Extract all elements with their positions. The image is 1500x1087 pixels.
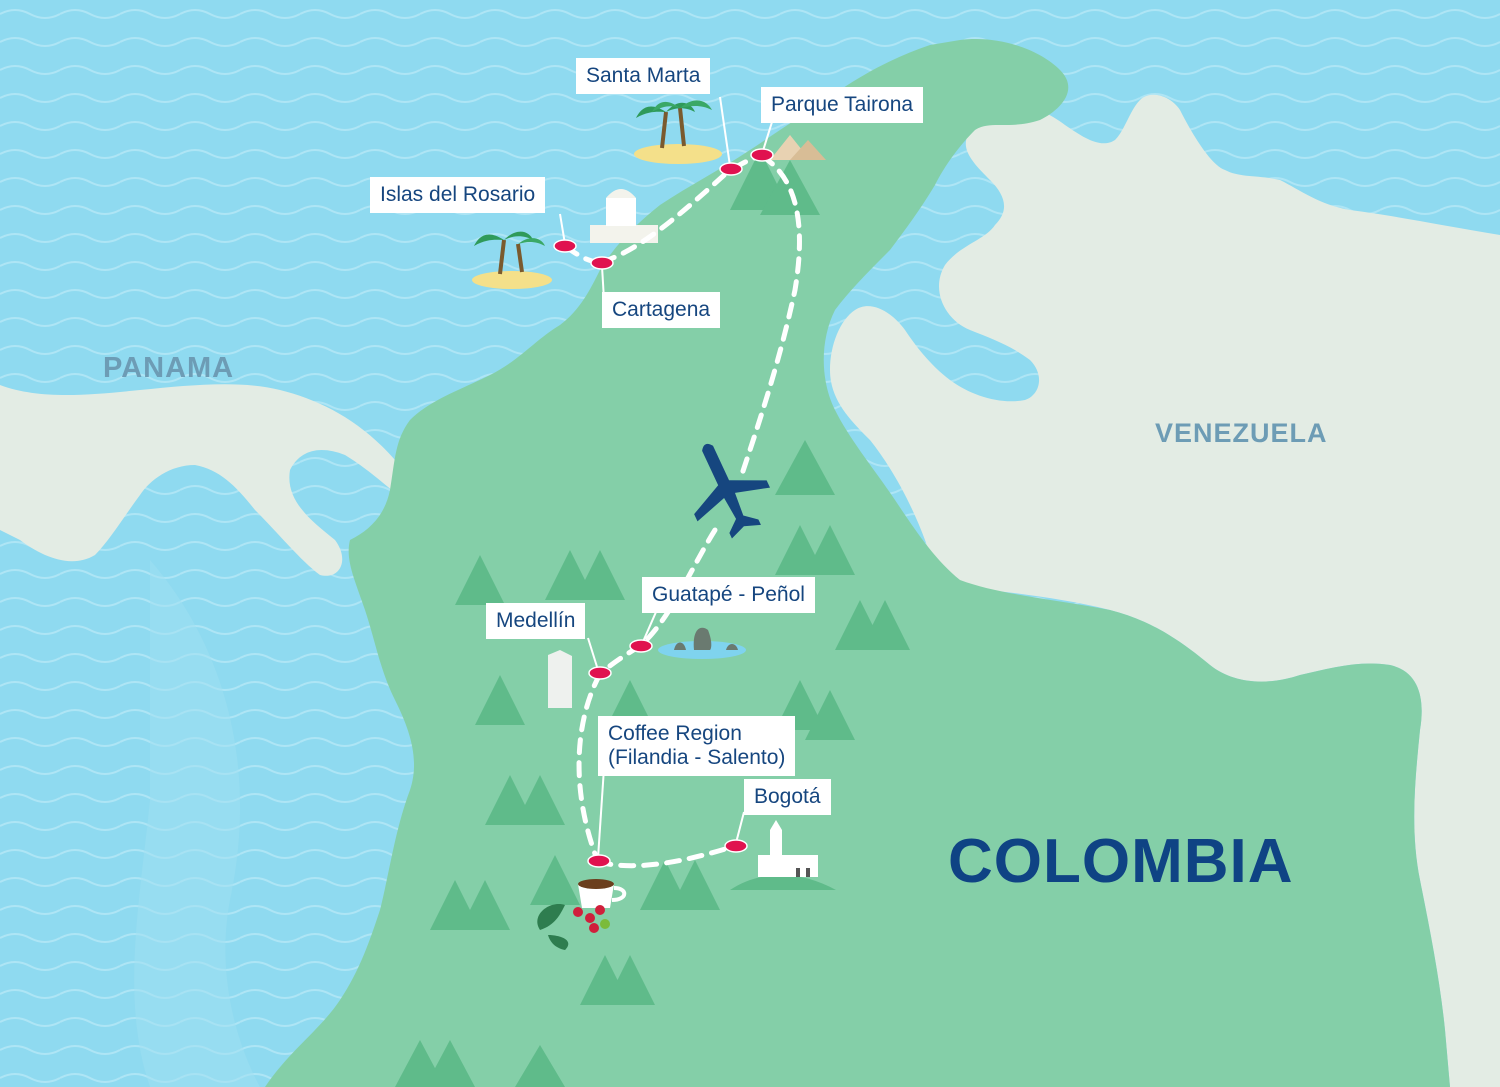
country-label-panama: PANAMA [103,352,235,384]
stop-dot-bogota[interactable] [724,839,748,853]
venezuela-land [830,94,1500,1087]
fortress-icon [590,189,658,243]
label-guatape-penol[interactable]: Guatapé - Peñol [642,577,815,613]
palm-island-icon [634,100,722,164]
stop-dot-parque-tairona[interactable] [750,148,774,162]
colombia-land [265,39,1450,1087]
country-label-colombia: COLOMBIA [948,827,1294,896]
stop-dot-islas-del-rosario[interactable] [553,239,577,253]
rock-dunes-icon [770,135,826,160]
rock-lake-icon [658,627,746,659]
stop-dot-medellin[interactable] [588,666,612,680]
country-label-venezuela: VENEZUELA [1155,418,1328,448]
label-santa-marta[interactable]: Santa Marta [576,58,711,94]
label-cartagena[interactable]: Cartagena [602,292,721,328]
sea-current [134,560,260,1087]
label-islas-del-rosario[interactable]: Islas del Rosario [370,177,546,213]
palm-island-icon [472,231,552,289]
stop-dot-coffee-region[interactable] [587,854,611,868]
route-stops [553,96,774,868]
stop-dot-guatape-penol[interactable] [629,639,653,653]
label-medellin[interactable]: Medellín [486,603,586,639]
tower-building-icon [548,650,572,708]
stop-dot-santa-marta[interactable] [719,162,743,176]
label-parque-tairona[interactable]: Parque Tairona [761,87,924,123]
label-bogota[interactable]: Bogotá [744,779,831,815]
mountain-trees [395,150,910,1087]
panama-land [0,384,413,576]
stop-dot-cartagena[interactable] [590,256,614,270]
airplane-icon [694,443,771,539]
coffee-cup-icon [537,879,627,950]
church-icon [730,820,836,890]
label-coffee-region[interactable]: Coffee Region (Filandia - Salento) [598,716,796,776]
